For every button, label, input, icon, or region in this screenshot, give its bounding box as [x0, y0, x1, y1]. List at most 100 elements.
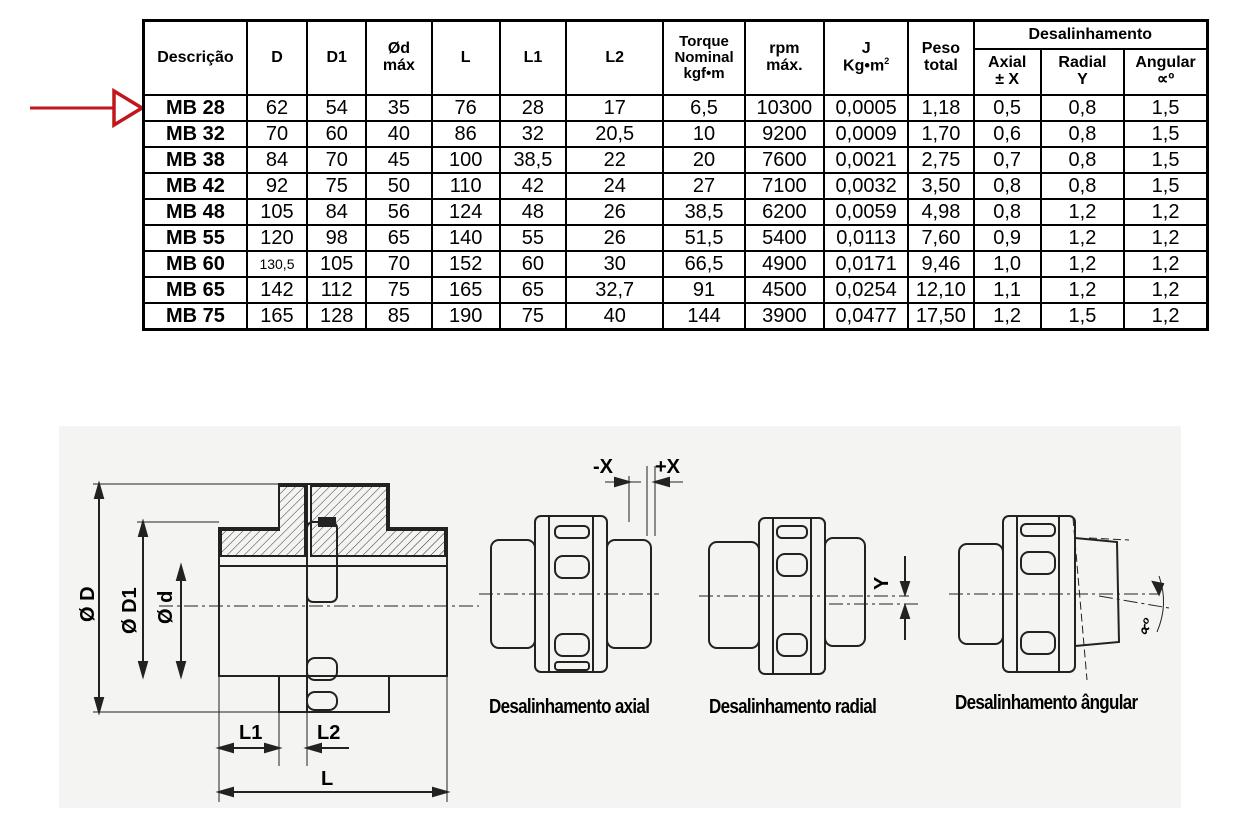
cell-descricao: MB 28 — [142, 94, 248, 122]
cell-d1: 98 — [306, 224, 368, 252]
cell-l: 76 — [430, 94, 501, 122]
cell-d1: 75 — [306, 172, 368, 200]
cell-axial: 1,1 — [972, 276, 1042, 304]
cell-od-max: 70 — [365, 250, 433, 278]
cell-l: 165 — [430, 276, 501, 304]
cell-l1: 28 — [498, 94, 568, 122]
cell-d: 105 — [245, 198, 309, 226]
dim-od1-label: Ø D1 — [119, 587, 141, 634]
cell-descricao: MB 75 — [142, 302, 248, 331]
cell-l1: 55 — [498, 224, 568, 252]
cell-l2: 24 — [565, 172, 665, 200]
cell-rpm: 7100 — [743, 172, 825, 200]
header-l1: L1 — [498, 19, 568, 96]
cell-torque: 38,5 — [662, 198, 746, 226]
cell-l: 140 — [430, 224, 501, 252]
cell-angular: 1,2 — [1123, 198, 1209, 226]
cell-rpm: 9200 — [743, 120, 825, 148]
dim-l-label: L — [321, 768, 334, 790]
cell-l1: 65 — [498, 276, 568, 304]
axial-misalignment-view — [479, 466, 683, 673]
dim-l1-label: L1 — [239, 722, 263, 744]
cell-torque: 51,5 — [662, 224, 746, 252]
cell-j: 0,0032 — [822, 172, 910, 200]
cell-angular: 1,2 — [1123, 224, 1209, 252]
header-angular: Angular∝º — [1123, 48, 1209, 96]
cell-d: 165 — [245, 302, 309, 331]
cell-l2: 30 — [565, 250, 665, 278]
cell-axial: 0,7 — [972, 146, 1042, 174]
cell-radial: 1,2 — [1039, 276, 1126, 304]
cell-d: 120 — [245, 224, 309, 252]
cell-axial: 1,0 — [972, 250, 1042, 278]
cell-j: 0,0009 — [822, 120, 910, 148]
header-d: D — [245, 19, 309, 96]
coupling-technical-drawing — [93, 466, 1170, 802]
cell-l2: 40 — [565, 302, 665, 331]
cell-d1: 70 — [306, 146, 368, 174]
caption-axial: Desalinhamento axial — [489, 696, 650, 718]
cell-axial: 0,8 — [972, 172, 1042, 200]
cell-l: 124 — [430, 198, 501, 226]
cell-radial: 0,8 — [1039, 146, 1126, 174]
cell-l2: 26 — [565, 224, 665, 252]
caption-angular: Desalinhamento ângular — [955, 692, 1138, 714]
cell-l2: 32,7 — [565, 276, 665, 304]
cell-rpm: 4500 — [743, 276, 825, 304]
cell-l2: 20,5 — [565, 120, 665, 148]
cell-d1: 84 — [306, 198, 368, 226]
cell-l: 100 — [430, 146, 501, 174]
cell-descricao: MB 38 — [142, 146, 248, 174]
cell-d1: 105 — [306, 250, 368, 278]
cell-rpm: 6200 — [743, 198, 825, 226]
cell-j: 0,0021 — [822, 146, 910, 174]
dim-minus-x-label: -X — [593, 456, 613, 478]
cell-l2: 17 — [565, 94, 665, 122]
cell-radial: 1,2 — [1039, 224, 1126, 252]
cell-l1: 48 — [498, 198, 568, 226]
cell-angular: 1,5 — [1123, 120, 1209, 148]
cell-axial: 0,8 — [972, 198, 1042, 226]
cell-od-max: 56 — [365, 198, 433, 226]
cell-l1: 38,5 — [498, 146, 568, 174]
cell-l2: 22 — [565, 146, 665, 174]
cell-d: 130,5 — [245, 250, 309, 278]
cell-angular: 1,2 — [1123, 250, 1209, 278]
cell-peso: 12,10 — [907, 276, 975, 304]
caption-radial: Desalinhamento radial — [709, 696, 877, 718]
cell-descricao: MB 42 — [142, 172, 248, 200]
arrow-right-icon — [30, 88, 145, 129]
cell-od-max: 50 — [365, 172, 433, 200]
cell-peso: 4,98 — [907, 198, 975, 226]
cell-radial: 1,5 — [1039, 302, 1126, 331]
cell-torque: 91 — [662, 276, 746, 304]
cell-torque: 144 — [662, 302, 746, 331]
angular-misalignment-view — [949, 515, 1170, 681]
cell-torque: 27 — [662, 172, 746, 200]
cell-torque: 66,5 — [662, 250, 746, 278]
cell-peso: 3,50 — [907, 172, 975, 200]
cell-torque: 10 — [662, 120, 746, 148]
cell-rpm: 7600 — [743, 146, 825, 174]
header-descricao: Descrição — [142, 19, 248, 96]
cell-j: 0,0005 — [822, 94, 910, 122]
cell-axial: 0,9 — [972, 224, 1042, 252]
cell-od-max: 35 — [365, 94, 433, 122]
cell-peso: 1,70 — [907, 120, 975, 148]
cell-axial: 1,2 — [972, 302, 1042, 331]
cell-l1: 42 — [498, 172, 568, 200]
cell-l: 190 — [430, 302, 501, 331]
cell-j: 0,0477 — [822, 302, 910, 331]
cell-j: 0,0059 — [822, 198, 910, 226]
